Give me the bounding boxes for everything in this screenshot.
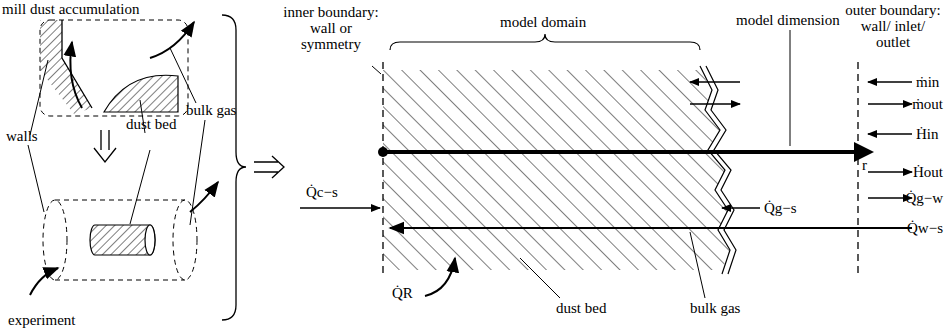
label: r [862, 157, 867, 173]
label: Q̇g−s [764, 200, 797, 216]
label: outer boundary: wall/ inlet/ outlet [843, 2, 943, 50]
label: inner boundary: wall or symmetry [282, 4, 380, 52]
label: Q̇g−w [905, 190, 943, 206]
label: experiment [8, 312, 75, 328]
label: Q̇R [392, 285, 413, 301]
label: mill dust accumulation [2, 1, 139, 17]
label: model domain [500, 14, 586, 30]
label: bulk gas [186, 102, 236, 118]
label: Q̇w−s [907, 220, 943, 236]
label: Q̇c−s [306, 184, 338, 200]
label: Ḣout [913, 164, 943, 180]
label: dust bed [126, 116, 176, 132]
label: model dimension [736, 12, 840, 28]
label: walls [6, 128, 38, 144]
label: Ḣin [916, 126, 939, 142]
label: ṁin [916, 74, 939, 90]
label: ṁout [912, 96, 943, 112]
label: bulk gas [690, 300, 740, 316]
label: dust bed [556, 300, 606, 316]
